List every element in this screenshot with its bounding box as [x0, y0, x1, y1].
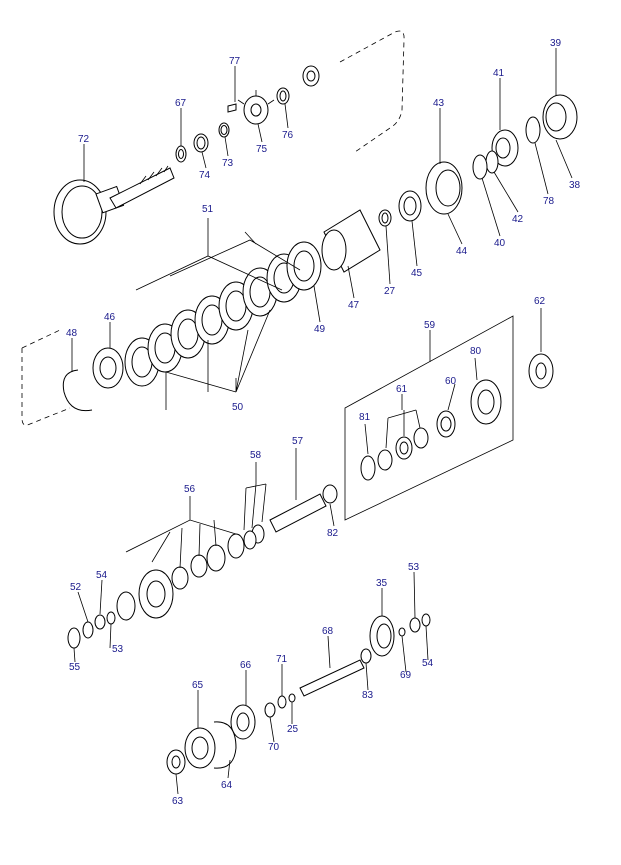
label-39: 39 — [550, 38, 562, 49]
label-52: 52 — [70, 582, 82, 593]
bracket-59 — [344, 315, 514, 521]
label-67: 67 — [175, 98, 187, 109]
label-54a: 54 — [96, 570, 108, 581]
label-77: 77 — [229, 56, 241, 67]
label-71: 71 — [276, 654, 288, 665]
part-35-gear — [369, 615, 395, 657]
part-58-rings — [243, 524, 265, 550]
label-53b: 53 — [408, 562, 420, 573]
part-66-gear — [230, 704, 256, 740]
label-25: 25 — [287, 724, 299, 735]
dashed-boundary-top — [339, 30, 405, 153]
label-82: 82 — [327, 528, 339, 539]
part-27-ring — [378, 209, 392, 227]
label-38: 38 — [569, 180, 581, 191]
label-43: 43 — [433, 98, 445, 109]
part-83-ring — [360, 648, 372, 664]
label-75: 75 — [256, 144, 268, 155]
label-58: 58 — [250, 450, 262, 461]
label-48: 48 — [66, 328, 78, 339]
part-43-drum — [425, 161, 463, 215]
part-47-band — [321, 209, 381, 273]
label-55: 55 — [69, 662, 81, 673]
label-47: 47 — [348, 300, 360, 311]
label-46: 46 — [104, 312, 116, 323]
part-77-key — [227, 103, 237, 113]
label-68: 68 — [322, 626, 334, 637]
part-70-ring — [264, 702, 276, 718]
part-53-ring — [409, 617, 421, 633]
part-45-gear — [398, 190, 422, 222]
clutch-plates — [124, 241, 322, 387]
label-41: 41 — [493, 68, 505, 79]
part-69-ring — [398, 627, 406, 637]
label-74: 74 — [199, 170, 211, 181]
part-65-gear — [184, 727, 216, 769]
label-83: 83 — [362, 690, 374, 701]
label-78: 78 — [543, 196, 555, 207]
label-76: 76 — [282, 130, 294, 141]
part-71-ring — [277, 695, 287, 709]
part-46-gear — [92, 347, 124, 389]
part-67-ring — [175, 145, 187, 163]
label-45: 45 — [411, 268, 423, 279]
label-69: 69 — [400, 670, 412, 681]
label-54b: 54 — [422, 658, 434, 669]
part-40-ring — [472, 154, 488, 180]
label-56: 56 — [184, 484, 196, 495]
label-61: 61 — [396, 384, 408, 395]
part-25-ring — [288, 693, 296, 703]
part-81-snap-ring — [360, 455, 376, 481]
label-81: 81 — [359, 412, 371, 423]
part-64-snap-ring — [213, 721, 237, 769]
label-42: 42 — [512, 214, 524, 225]
label-73: 73 — [222, 158, 234, 169]
label-27: 27 — [384, 286, 396, 297]
label-59: 59 — [424, 320, 436, 331]
part-62-washer — [528, 353, 554, 389]
part-75-carrier — [237, 90, 275, 125]
label-65: 65 — [192, 680, 204, 691]
dashed-boundary-left — [21, 329, 71, 426]
part-78-ring — [525, 116, 541, 144]
part-42-ring — [485, 150, 499, 174]
label-57: 57 — [292, 436, 304, 447]
part-76-ring — [276, 87, 290, 105]
label-51: 51 — [202, 204, 214, 215]
label-70: 70 — [268, 742, 280, 753]
label-35: 35 — [376, 578, 388, 589]
label-44: 44 — [456, 246, 468, 257]
label-66: 66 — [240, 660, 252, 671]
label-63: 63 — [172, 796, 184, 807]
part-73-ring — [218, 122, 230, 138]
label-40: 40 — [494, 238, 506, 249]
label-50: 50 — [232, 402, 244, 413]
part-80-drum — [470, 379, 502, 425]
label-64: 64 — [221, 780, 233, 791]
leader-lines — [71, 48, 573, 795]
label-72: 72 — [78, 134, 90, 145]
part-56-gear-set — [116, 533, 245, 621]
part-48-snap-ring — [62, 369, 93, 412]
part-63-ring — [166, 749, 186, 775]
part-gear-top — [302, 65, 320, 87]
label-49: 49 — [314, 324, 326, 335]
label-80: 80 — [470, 346, 482, 357]
part-72-drum-shaft — [53, 165, 175, 245]
part-54-ring — [421, 613, 431, 627]
part-52-55-small — [67, 611, 116, 649]
part-60-ring — [436, 410, 456, 438]
part-74-ring — [193, 133, 209, 153]
part-68-shaft — [299, 659, 365, 697]
label-60: 60 — [445, 376, 457, 387]
part-41-ring — [491, 129, 519, 167]
part-39-gear — [542, 94, 578, 140]
label-53a: 53 — [112, 644, 124, 655]
part-61-bearings — [377, 427, 429, 471]
label-62: 62 — [534, 296, 546, 307]
part-57-shaft — [269, 484, 338, 533]
